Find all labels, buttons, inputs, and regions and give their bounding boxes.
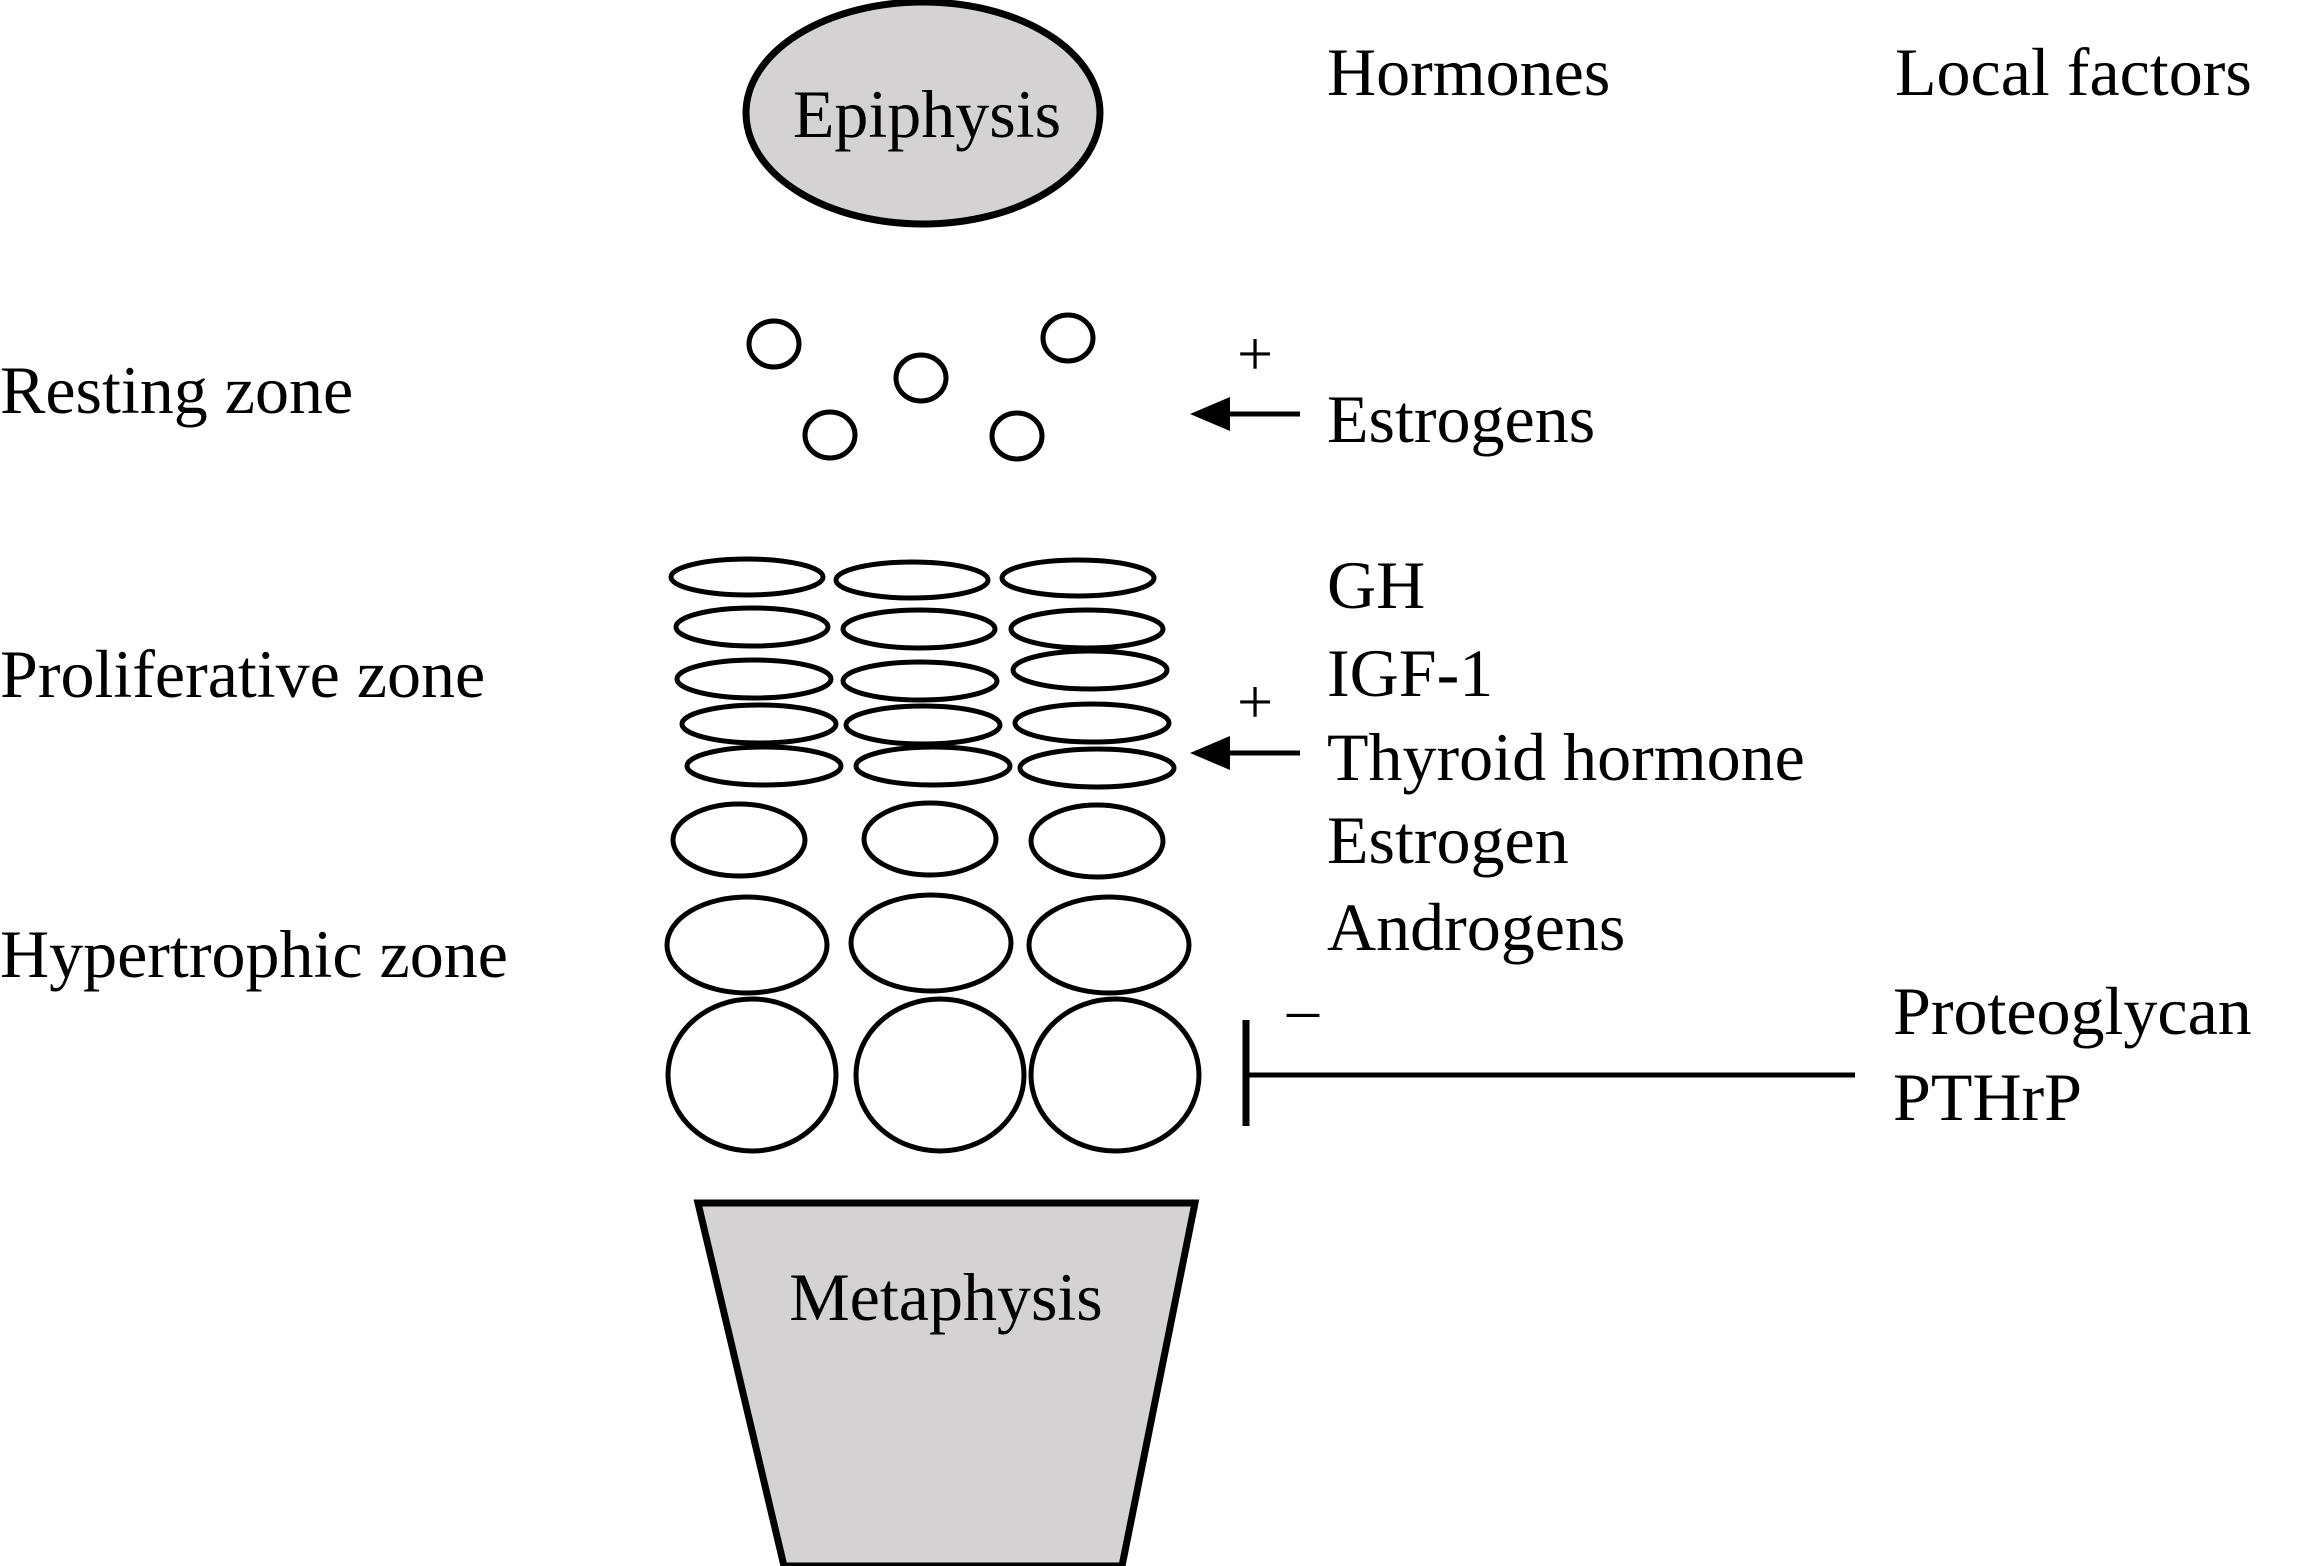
- stimulate-sign: +: [1237, 666, 1273, 737]
- hypertrophic-cell: [861, 800, 999, 878]
- proliferative-cell: [999, 557, 1157, 599]
- resting-cell: [989, 410, 1045, 462]
- epiphysis-label: Epiphysis: [793, 76, 1061, 152]
- androgens-label: Androgens: [1327, 889, 1625, 965]
- hypertrophic-cell: [1026, 894, 1192, 996]
- hypertrophic-cell: [670, 801, 808, 879]
- proliferative-cell: [674, 657, 834, 701]
- gh-label: GH: [1327, 547, 1425, 623]
- resting-cell: [893, 352, 949, 404]
- stimulate-arrowhead: [1190, 397, 1230, 431]
- proliferative-cell: [1008, 607, 1166, 651]
- proliferative-zone-effect: GH IGF-1 Thyroid hormone Estrogen Androg…: [1190, 547, 1805, 965]
- proliferative-cell: [684, 744, 844, 788]
- resting-zone-label: Resting zone: [0, 352, 353, 428]
- proliferative-cell: [668, 556, 826, 598]
- proteoglycan-label: Proteoglycan: [1893, 973, 2252, 1049]
- estrogen-label: Estrogen: [1327, 802, 1569, 878]
- epiphysis-shape: [742, 0, 1104, 228]
- stimulate-sign: +: [1237, 318, 1273, 389]
- metaphysis-shape: [693, 1199, 1200, 1566]
- resting-cell: [802, 409, 858, 461]
- proliferative-cell: [1017, 746, 1177, 790]
- proliferative-cell: [679, 702, 839, 746]
- hypertrophic-cell: [848, 892, 1014, 994]
- thyroid-hormone-label: Thyroid hormone: [1327, 719, 1805, 795]
- proliferative-zone-cells: [668, 556, 1177, 790]
- hypertrophic-cell: [1028, 802, 1166, 880]
- resting-zone-effect: + Estrogens: [1190, 318, 1595, 457]
- proliferative-cell: [853, 744, 1013, 788]
- estrogens-label: Estrogens: [1327, 381, 1595, 457]
- proliferative-cell: [673, 605, 831, 649]
- stimulate-arrowhead: [1190, 736, 1230, 770]
- local-factors-header: Local factors: [1895, 34, 2252, 110]
- resting-cell: [746, 318, 802, 370]
- proliferative-cell: [833, 559, 991, 601]
- proliferative-cell: [840, 659, 1000, 703]
- epiphysis: Epiphysis: [742, 0, 1104, 228]
- proliferative-zone-label: Proliferative zone: [0, 636, 485, 712]
- hypertrophic-zone-label: Hypertrophic zone: [0, 916, 508, 992]
- hypertrophic-zone-cells: [664, 800, 1202, 1154]
- hormones-header: Hormones: [1327, 34, 1610, 110]
- pthrp-label: PTHrP: [1893, 1059, 2082, 1135]
- metaphysis: Metaphysis: [693, 1199, 1200, 1566]
- resting-zone-cells: [746, 312, 1096, 462]
- proliferative-cell: [1010, 648, 1170, 692]
- hypertrophic-cell: [1028, 996, 1202, 1154]
- hypertrophic-zone-effect: – Proteoglycan PTHrP: [1242, 973, 2252, 1135]
- proliferative-cell: [840, 607, 998, 651]
- hypertrophic-cell: [665, 996, 839, 1154]
- metaphysis-label: Metaphysis: [789, 1259, 1103, 1335]
- hypertrophic-cell: [664, 894, 830, 996]
- proliferative-cell: [1012, 701, 1172, 745]
- hypertrophic-cell: [853, 996, 1027, 1154]
- resting-cell: [1040, 312, 1096, 364]
- igf1-label: IGF-1: [1327, 635, 1493, 711]
- inhibit-sign: –: [1286, 973, 1320, 1044]
- proliferative-cell: [843, 703, 1003, 747]
